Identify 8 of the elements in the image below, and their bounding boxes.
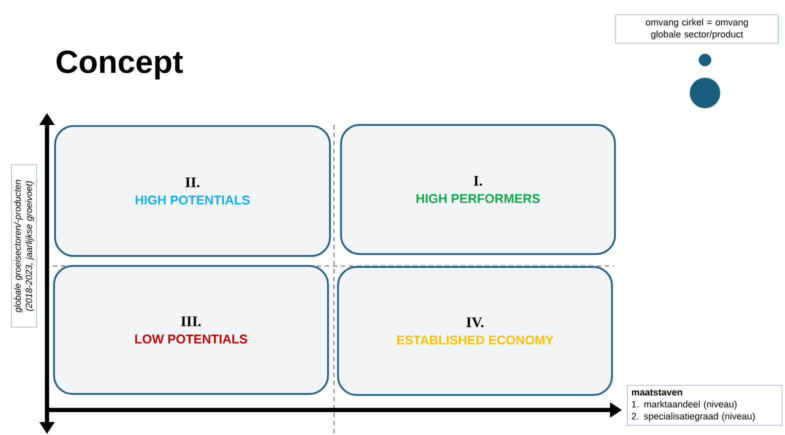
- quadrant-box: II. HIGH POTENTIALS: [54, 125, 331, 257]
- title: Concept: [56, 50, 183, 80]
- measures-box: maatstaven 1. marktaandeel (niveau) 2. specialisatiegraad (niveau): [627, 385, 782, 426]
- quadrant-box: I. HIGH PERFORMERS: [340, 124, 616, 255]
- legend-box: omvang cirkel = omvang globale sector/product: [615, 14, 779, 44]
- quadrant-box: III. LOW POTENTIALS: [53, 265, 329, 395]
- quadrant-box: IV. ESTABLISHED ECONOMY: [337, 266, 613, 396]
- axis-label-box: globale groeisectoren/-producten (2018-2023, jaarlijkse groeivoet): [11, 164, 37, 328]
